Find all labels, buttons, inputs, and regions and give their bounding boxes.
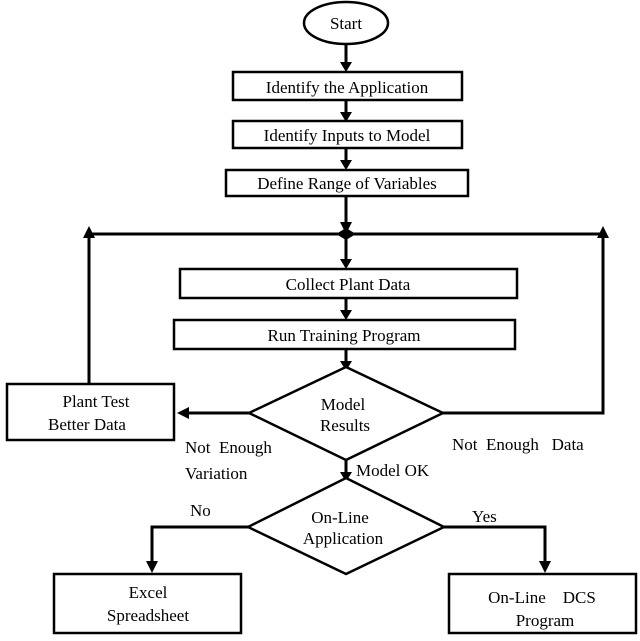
dcs-node: On-Line DCS Program — [447, 572, 638, 635]
model-ok-label: Model OK — [356, 461, 430, 480]
start-label: Start — [330, 14, 362, 33]
not-enough-variation-label-line2: Variation — [185, 464, 248, 483]
excel-node: Excel Spreadsheet — [52, 572, 243, 635]
define-range-node: Define Range of Variables — [224, 168, 470, 198]
online-application-decision: On-Line Application — [245, 476, 447, 576]
identify-inputs-node: Identify Inputs to Model — [231, 119, 464, 150]
arrowhead — [539, 561, 551, 573]
identify-application-node: Identify the Application — [231, 70, 464, 102]
not-enough-variation-label-line1: Not Enough — [185, 438, 272, 457]
arrowhead — [146, 561, 158, 573]
excel-label-line2: Spreadsheet — [107, 606, 189, 625]
model-results-label-line1: Model — [321, 395, 366, 414]
collect-data-label: Collect Plant Data — [286, 275, 411, 294]
arrowhead — [346, 228, 356, 240]
plant-test-label-line2: Better Data — [48, 415, 126, 434]
edge-labels: Not Enough Variation Not Enough Data Mod… — [185, 435, 584, 526]
online-application-label-line1: On-Line — [311, 508, 369, 527]
arrowhead — [340, 259, 352, 269]
identify-application-label: Identify the Application — [266, 78, 429, 97]
model-results-decision: Model Results — [246, 365, 446, 462]
run-training-node: Run Training Program — [172, 318, 517, 351]
arrowhead — [340, 62, 352, 72]
no-label: No — [190, 501, 211, 520]
arrowhead — [83, 226, 95, 238]
collect-data-node: Collect Plant Data — [178, 267, 519, 300]
define-range-label: Define Range of Variables — [257, 174, 437, 193]
arrowheads — [83, 62, 609, 573]
arrowhead — [340, 310, 352, 320]
arrowhead — [597, 226, 609, 238]
dcs-label-line2: Program — [516, 611, 575, 630]
plant-test-label-line1: Plant Test — [63, 392, 130, 411]
plant-test-node: Plant Test Better Data — [5, 382, 176, 442]
model-results-label-line2: Results — [320, 416, 370, 435]
yes-label: Yes — [472, 507, 497, 526]
online-application-label-line2: Application — [303, 529, 384, 548]
dcs-label-line1: On-Line DCS — [488, 588, 596, 607]
start-node: Start — [302, 0, 390, 46]
excel-label-line1: Excel — [129, 583, 168, 602]
arrowhead — [340, 112, 352, 122]
run-training-label: Run Training Program — [267, 326, 420, 345]
identify-inputs-label: Identify Inputs to Model — [264, 126, 431, 145]
arrowhead — [177, 407, 189, 419]
arrowhead — [340, 160, 352, 170]
not-enough-data-label: Not Enough Data — [452, 435, 584, 454]
arrowhead — [336, 228, 346, 240]
